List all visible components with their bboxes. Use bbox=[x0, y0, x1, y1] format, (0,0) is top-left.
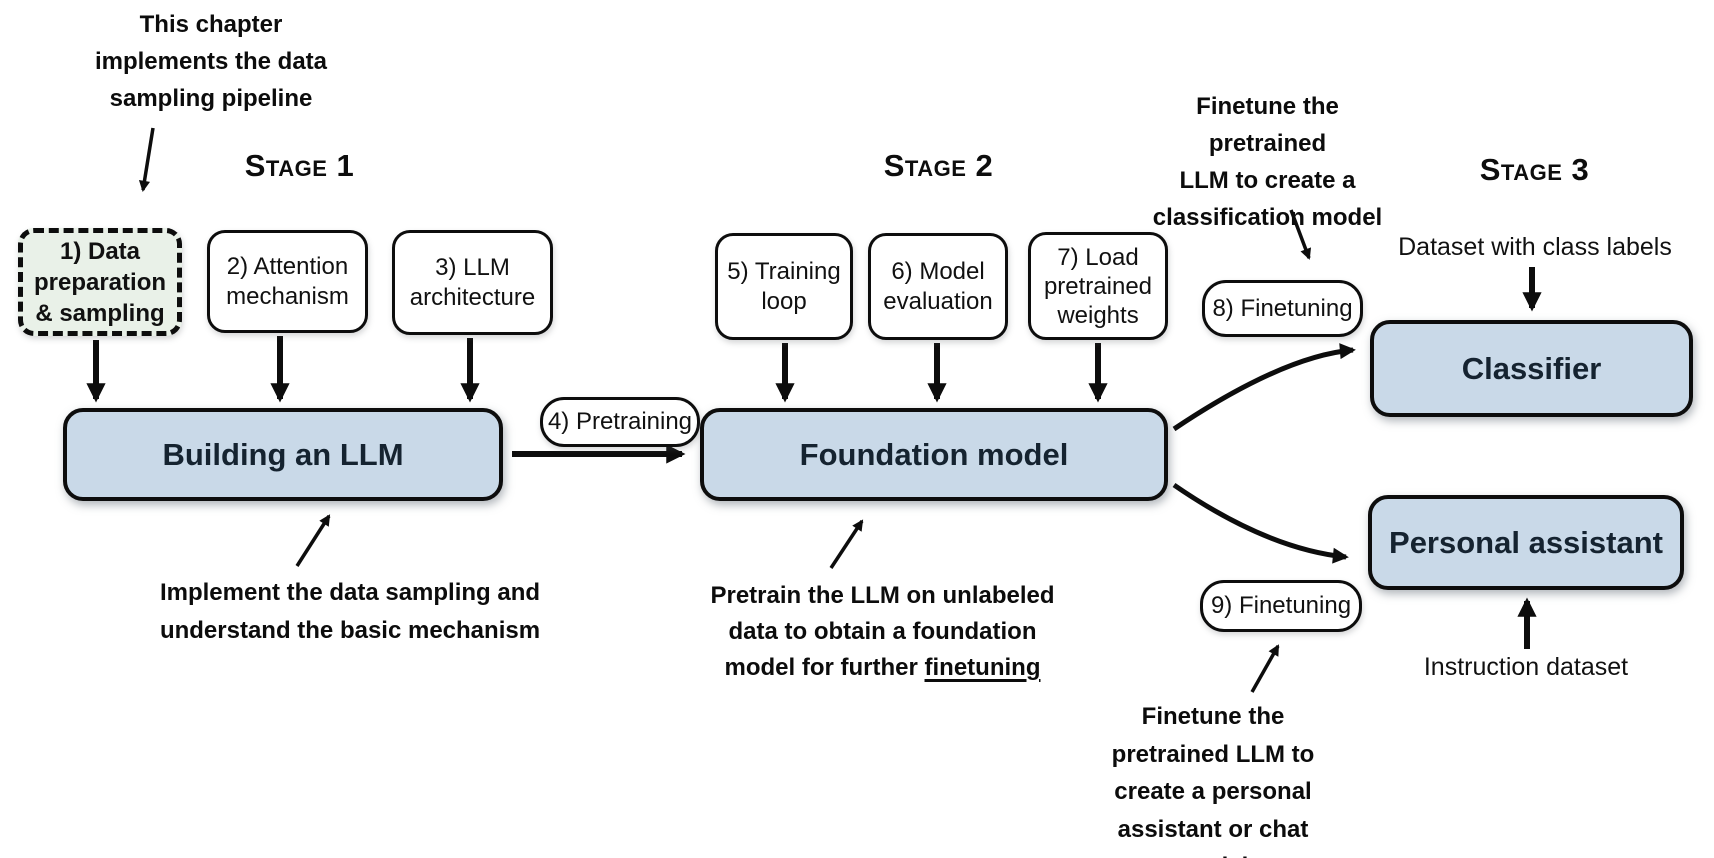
step-8-finetuning-box: 8) Finetuning bbox=[1202, 280, 1363, 337]
step-3-llm-architecture-box: 3) LLM architecture bbox=[392, 230, 553, 335]
step-label-line: loop bbox=[761, 287, 807, 315]
arrow-assistant-note-to-step9 bbox=[1250, 644, 1280, 693]
arrow-foundation-to-classifier bbox=[1172, 343, 1356, 432]
step-label-line: 3) LLM bbox=[435, 253, 510, 281]
arrow-stage1-note-to-building-llm bbox=[295, 514, 331, 567]
dataset-class-labels-text: Dataset with class labels bbox=[1398, 233, 1672, 261]
note-line: sampling pipeline bbox=[109, 85, 313, 112]
step-label-line: 5) Training bbox=[727, 257, 841, 285]
step-label-line: pretrained bbox=[1043, 272, 1153, 300]
step-label: 8) Finetuning bbox=[1212, 294, 1353, 322]
note-line: implements the data bbox=[94, 48, 328, 75]
node-label: Personal assistant bbox=[1389, 524, 1663, 560]
step-label-line: architecture bbox=[409, 283, 536, 311]
step-1-data-preparation-box: 1) Data preparation & sampling bbox=[18, 228, 182, 336]
step-5-training-loop-box: 5) Training loop bbox=[715, 233, 853, 340]
note-line: data to obtain a foundation bbox=[728, 618, 1037, 645]
arrow-stage2-note-to-foundation bbox=[829, 519, 864, 569]
assistant-note: Finetune the pretrained LLM to create a … bbox=[1082, 698, 1344, 858]
step-label-line: 1) Data bbox=[59, 237, 141, 265]
stage-1-heading: Stage 1 bbox=[244, 148, 355, 183]
instruction-dataset-text: Instruction dataset bbox=[1423, 653, 1629, 681]
step-label-line: 2) Attention bbox=[226, 252, 349, 280]
note-line: Finetune the pretrained bbox=[1196, 93, 1339, 157]
step-label: 4) Pretraining bbox=[547, 408, 693, 435]
building-llm-node: Building an LLM bbox=[63, 408, 503, 501]
step-9-finetuning-box: 9) Finetuning bbox=[1200, 580, 1362, 632]
arrow-foundation-to-personal-assistant bbox=[1172, 482, 1349, 564]
note-line: assistant or chat model bbox=[1117, 815, 1309, 858]
note-line: pretrained LLM to bbox=[1111, 740, 1315, 768]
personal-assistant-node: Personal assistant bbox=[1368, 495, 1684, 590]
step-6-model-evaluation-box: 6) Model evaluation bbox=[868, 233, 1008, 340]
classifier-node: Classifier bbox=[1370, 320, 1693, 417]
step-label-line: & sampling bbox=[35, 299, 165, 327]
stage-1-note: Implement the data sampling and understa… bbox=[155, 574, 545, 650]
stage-3-heading: Stage 3 bbox=[1479, 152, 1590, 187]
note-line: understand the basic mechanism bbox=[159, 617, 541, 644]
step-2-attention-mechanism-box: 2) Attention mechanism bbox=[207, 230, 368, 333]
step-label-line: evaluation bbox=[883, 287, 993, 315]
arrow-chapter-note-to-step1 bbox=[138, 127, 155, 192]
step-label-line: 6) Model bbox=[891, 257, 985, 285]
node-label: Foundation model bbox=[799, 436, 1069, 472]
note-line: Pretrain the LLM on unlabeled bbox=[710, 582, 1055, 609]
node-label: Building an LLM bbox=[162, 436, 404, 472]
note-line: create a personal bbox=[1114, 778, 1312, 805]
step-label-line: weights bbox=[1057, 301, 1139, 329]
note-line: model for further finetuning bbox=[724, 654, 1041, 681]
step-4-pretraining-box: 4) Pretraining bbox=[540, 397, 700, 447]
note-line: LLM to create a bbox=[1179, 167, 1356, 194]
underlined-word: finetuning bbox=[924, 654, 1041, 681]
step-7-load-pretrained-weights-box: 7) Load pretrained weights bbox=[1028, 232, 1168, 340]
classifier-note: Finetune the pretrained LLM to create a … bbox=[1135, 88, 1400, 236]
node-label: Classifier bbox=[1461, 350, 1602, 386]
note-line: classification model bbox=[1152, 204, 1383, 231]
note-line: This chapter bbox=[139, 11, 283, 38]
step-label-line: mechanism bbox=[226, 282, 349, 310]
stage-2-heading: Stage 2 bbox=[883, 148, 994, 183]
foundation-model-node: Foundation model bbox=[700, 408, 1168, 501]
step-label-line: 7) Load bbox=[1057, 243, 1139, 271]
step-label-line: preparation bbox=[33, 268, 167, 296]
step-label: 9) Finetuning bbox=[1210, 592, 1352, 619]
stage-2-note: Pretrain the LLM on unlabeled data to ob… bbox=[705, 578, 1060, 686]
chapter-note: This chapter implements the data samplin… bbox=[75, 6, 347, 117]
note-line: Implement the data sampling and bbox=[159, 579, 541, 606]
note-line: Finetune the bbox=[1141, 703, 1285, 730]
